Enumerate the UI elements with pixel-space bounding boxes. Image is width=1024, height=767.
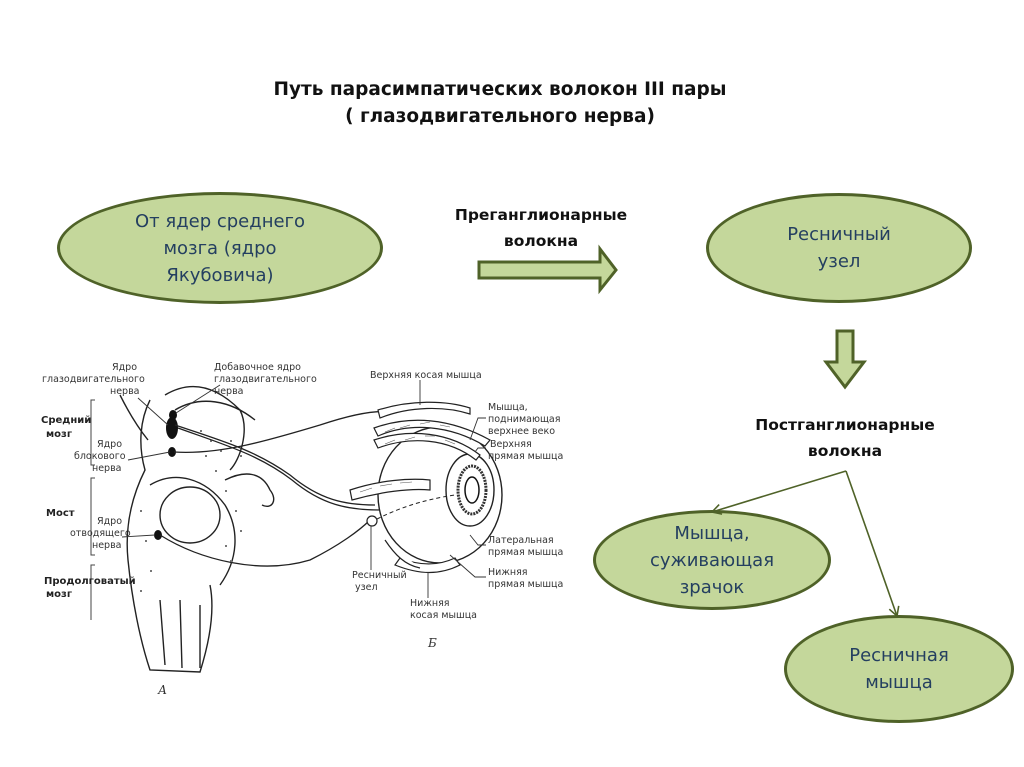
label-line: поднимающая xyxy=(488,414,560,425)
medulla-label-2: мозг xyxy=(46,589,72,600)
muscle-striations xyxy=(359,421,456,493)
node-text-line: Ресничный xyxy=(787,224,891,245)
label-line: косая мышца xyxy=(410,610,477,621)
label-line: Добавочное ядро xyxy=(214,362,301,373)
label-line: Ядро xyxy=(112,362,137,373)
node-text-line: Ресничная xyxy=(849,645,949,666)
label-line: Ядро xyxy=(97,439,122,450)
label-line: Ресничный xyxy=(352,570,407,581)
label-line: волокна xyxy=(807,442,883,460)
label-line: Постганглионарные xyxy=(755,416,935,434)
label-line: верхнее веко xyxy=(488,426,555,437)
title-line-1: Путь парасимпатических волокон III пары xyxy=(273,79,727,100)
connector-to-pupil-sphincter xyxy=(710,470,847,515)
midbrain-label-2: мозг xyxy=(46,429,72,440)
lateral-rectus-label: Латеральная прямая мышца xyxy=(488,535,563,558)
postganglionic-fibers-label: Постганглионарные волокна xyxy=(730,412,960,464)
label-line: Мышца, xyxy=(488,402,528,413)
short-ciliary-nerves xyxy=(376,494,456,520)
trochlear-nucleus-dot xyxy=(168,447,176,457)
medulla-label-1: Продолговатый xyxy=(44,576,136,587)
label-line: Нижняя xyxy=(488,567,528,578)
label-line: Верхняя косая мышца xyxy=(370,370,482,381)
label-line: нерва xyxy=(214,386,244,397)
label-line: глазодвигательного xyxy=(42,374,145,385)
panel-a-label: А xyxy=(157,683,167,697)
ciliary-ganglion-drawing xyxy=(366,515,378,527)
label-line: Ядро xyxy=(97,516,122,527)
levator-palpebrae-label: Мышца, поднимающая верхнее веко xyxy=(488,402,560,437)
node-text-line: суживающая xyxy=(649,549,775,571)
inferior-oblique-label: Нижняя косая мышца xyxy=(410,598,477,621)
label-line: волокна xyxy=(503,232,579,250)
oculomotor-nucleus-dot xyxy=(166,417,178,439)
down-arrow-icon xyxy=(822,329,868,390)
label-line: Нижняя xyxy=(410,598,450,609)
right-arrow-icon xyxy=(477,244,618,295)
inferior-rectus-label: Нижняя прямая мышца xyxy=(488,567,563,590)
label-line: нерва xyxy=(92,463,122,474)
label-line: прямая мышца xyxy=(488,579,563,590)
ciliary-ganglion-node: Ресничный узел xyxy=(706,193,972,303)
label-line: отводящего xyxy=(70,528,131,539)
region-brackets xyxy=(90,399,95,620)
eyeball-drawing xyxy=(377,426,503,564)
eye-muscles xyxy=(349,401,491,574)
title-line-2: ( глазодвигательного нерва) xyxy=(345,106,655,127)
accessory-nucleus-label: Добавочное ядро глазодвигательного нерва xyxy=(214,362,317,397)
superior-oblique-label: Верхняя косая мышца xyxy=(370,370,482,381)
superior-rectus-label: Верхняя прямая мышца xyxy=(488,439,563,462)
label-line: Преганглионарные xyxy=(454,206,628,224)
label-line: глазодвигательного xyxy=(214,374,317,385)
ciliary-muscle-node: Ресничная мышца xyxy=(784,615,1014,723)
label-line: прямая мышца xyxy=(488,547,563,558)
abducens-nucleus-dot xyxy=(154,530,162,540)
abducens-nucleus-label: Ядро отводящего нерва xyxy=(70,516,131,551)
source-nucleus-node: От ядер среднего мозга (ядро Якубовича) xyxy=(57,192,383,304)
label-line: блокового xyxy=(74,451,126,462)
brainstem-texture xyxy=(140,430,242,592)
node-text-line: Якубовича) xyxy=(166,264,274,286)
oculomotor-nucleus-label: Ядро глазодвигательного нерва xyxy=(42,362,145,397)
brainstem-drawing xyxy=(119,385,275,673)
label-line: Латеральная xyxy=(488,535,554,546)
trochlear-nucleus-label: Ядро блокового нерва xyxy=(74,439,126,474)
label-line: нерва xyxy=(110,386,140,397)
node-text-line: мышца xyxy=(865,672,933,693)
page-title: Путь парасимпатических волокон III пары … xyxy=(200,76,800,130)
node-text-line: узел xyxy=(817,251,861,272)
preganglionic-fibers-label: Преганглионарные волокна xyxy=(436,202,646,254)
node-text-line: мозга (ядро xyxy=(163,237,277,259)
pons-label: Мост xyxy=(46,508,75,519)
nerve-fibers xyxy=(159,410,391,567)
leader-lines xyxy=(121,384,221,538)
ciliary-ganglion-anat-label: Ресничный узел xyxy=(352,570,407,593)
label-line: Верхняя xyxy=(490,439,532,450)
label-line: прямая мышца xyxy=(488,451,563,462)
eye-leader-lines xyxy=(370,380,486,598)
node-text-line: зрачок xyxy=(679,576,745,598)
label-line: узел xyxy=(355,582,378,593)
midbrain-label-1: Средний xyxy=(41,415,91,426)
node-text-line: Мышца, xyxy=(674,522,750,544)
panel-b-label: Б xyxy=(427,636,437,650)
node-text-line: От ядер среднего xyxy=(134,210,306,232)
connector-to-ciliary-muscle xyxy=(845,470,900,618)
label-line: нерва xyxy=(92,540,122,551)
